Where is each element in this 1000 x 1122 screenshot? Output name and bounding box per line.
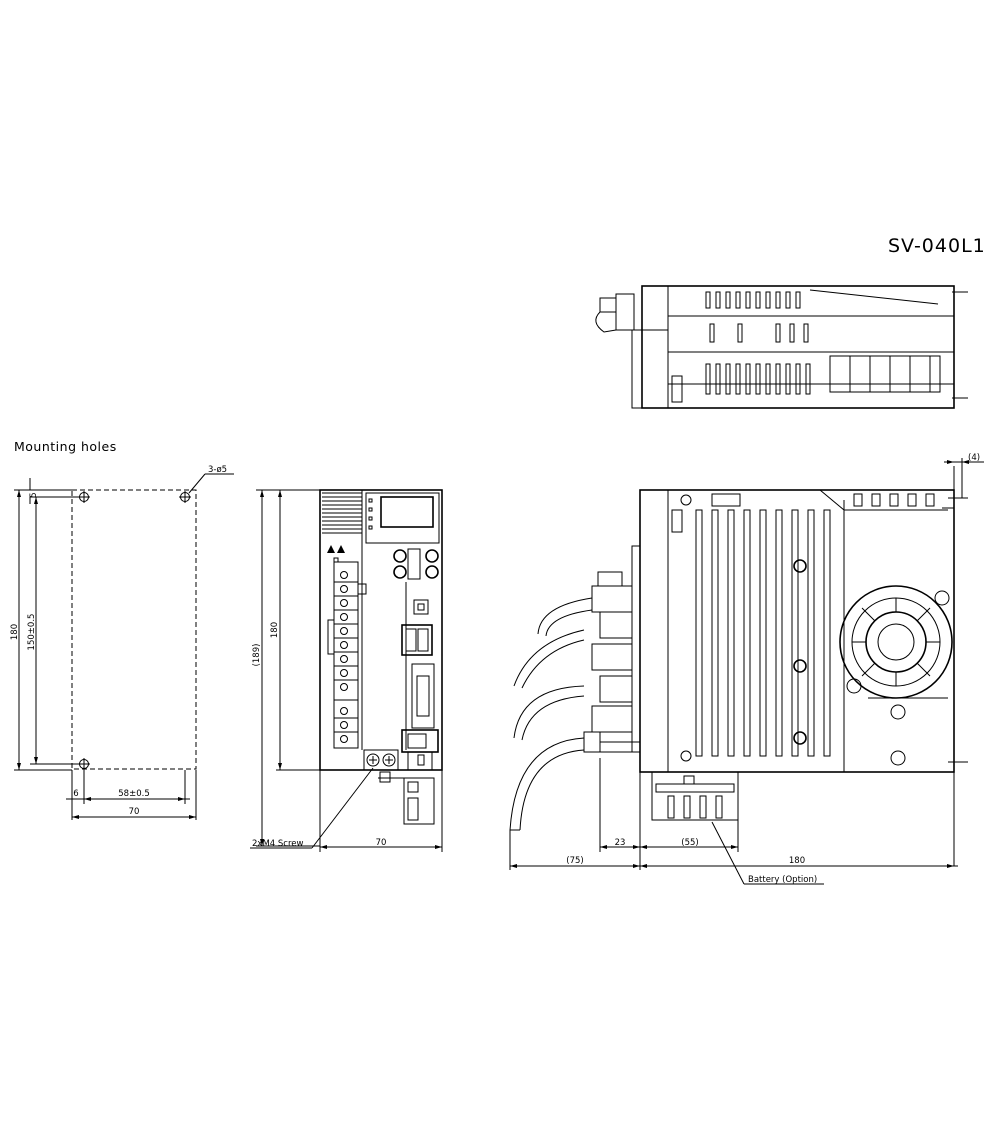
hole-callout: 3-ø5 [208,465,227,475]
mounting-screw [680,494,692,506]
battery-callout: Battery (Option) [748,875,817,885]
display-panel [365,492,440,544]
io-connector [401,624,433,656]
front-dim-total-height: (189) [252,644,262,667]
dim-depth-offset: (4) [968,453,980,463]
mounting-screw [793,559,807,573]
bottom-plug [403,777,435,825]
dim-connector-depth: 23 [615,838,626,848]
panel-button[interactable] [425,565,439,579]
warning-icon [337,545,345,553]
dim-top-offset: 5 [29,492,39,497]
mounting-screw [680,750,692,762]
dim-width: 70 [129,807,140,817]
dim-cable-clearance: (75) [566,856,583,866]
usb-port [413,599,429,615]
dim-hole-pitch-vertical: 150±0.5 [27,614,37,651]
panel-button[interactable] [393,565,407,579]
terminal-screws [334,571,358,743]
dim-body-depth: 180 [789,856,805,866]
ground-screw [382,753,396,767]
front-dim-width: 70 [376,838,387,848]
mounting-outline [71,489,197,770]
front-view: (189) 180 70 2xM4 Screw [250,489,443,852]
dim-battery-width: (55) [681,838,698,848]
screw-callout: 2xM4 Screw [252,839,303,849]
side-view-body [639,489,955,773]
warning-icon [327,545,335,553]
top-vent-slots [705,289,941,395]
terminal-block [333,561,359,749]
encoder-connector [411,663,435,729]
mounting-screw [793,659,807,673]
mounting-screw [793,731,807,745]
front-dim-body-height: 180 [270,622,280,638]
panel-button[interactable] [425,549,439,563]
side-view: (4) 23 (55) (75) 180 Battery (Option) [509,453,984,885]
top-view [595,285,968,409]
dim-height-overall: 180 [10,624,20,640]
ground-screw [366,753,380,767]
model-title: SV-040L1 [888,235,986,257]
panel-button[interactable] [393,549,407,563]
fan-top-slots [853,493,935,507]
fan-icon [839,585,953,699]
display-screen [380,496,434,528]
dim-left-offset: 6 [73,789,78,799]
mounting-holes-view: 3-ø5 180 150±0.5 5 6 58±0.5 70 [10,465,234,820]
section-heading: Mounting holes [14,439,117,454]
dim-hole-pitch-horizontal: 58±0.5 [118,789,149,799]
label-plate [711,493,741,507]
cooling-fins [671,509,831,757]
battery-option [651,771,739,821]
top-view-body [641,285,955,409]
lower-connector [401,729,439,753]
vent-grille [322,492,362,534]
